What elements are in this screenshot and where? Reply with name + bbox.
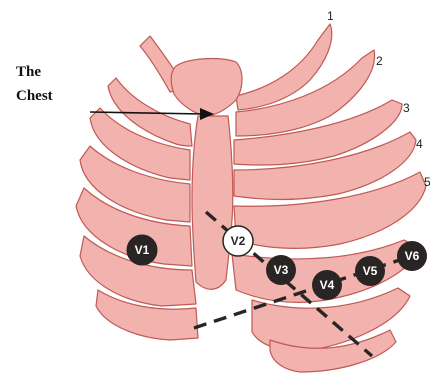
- rib-number-5: 5: [424, 175, 430, 189]
- manubrium: [171, 59, 242, 116]
- lead-v6-label: V6: [405, 249, 420, 263]
- chest-label-line2: Chest: [16, 88, 53, 104]
- rib-number-4: 4: [416, 137, 423, 151]
- chest-label-line1: The: [16, 64, 41, 80]
- lead-v4: V4: [312, 270, 342, 300]
- rib-cage: [76, 24, 426, 372]
- lead-v1: V1: [127, 235, 157, 265]
- rib-number-3: 3: [403, 101, 410, 115]
- lead-v6: V6: [397, 241, 427, 271]
- rib-number-1: 1: [327, 9, 334, 23]
- lead-v3-label: V3: [274, 263, 289, 277]
- lead-v2-label: V2: [231, 234, 246, 248]
- lead-v5-label: V5: [363, 264, 378, 278]
- rib-number-2: 2: [376, 54, 383, 68]
- sternum: [192, 116, 233, 289]
- lead-v5: V5: [355, 256, 385, 286]
- lead-v2: V2: [223, 226, 253, 256]
- lead-v3: V3: [266, 255, 296, 285]
- lead-v4-label: V4: [320, 278, 335, 292]
- lead-v1-label: V1: [135, 243, 150, 257]
